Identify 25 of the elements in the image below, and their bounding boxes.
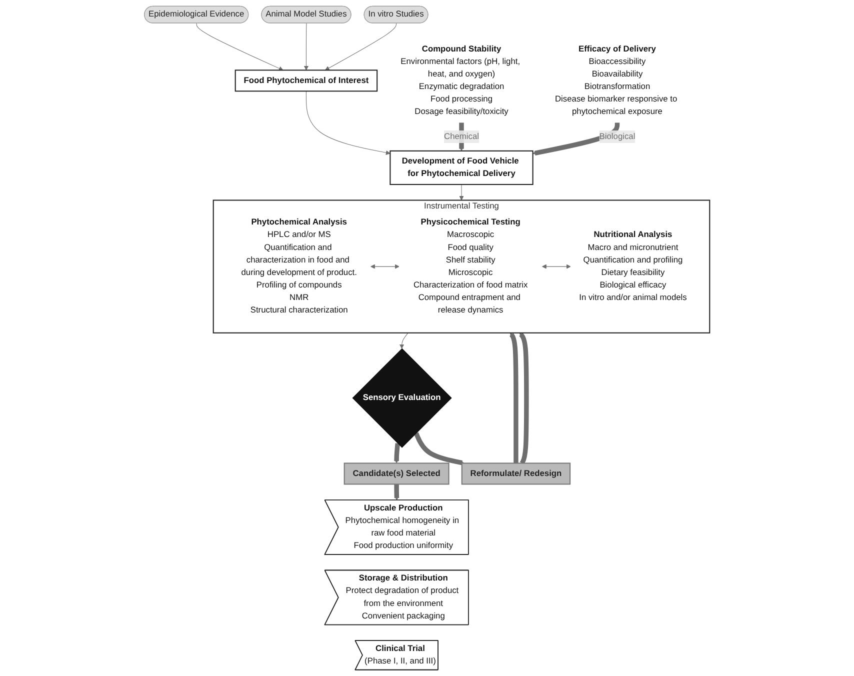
arrow — [196, 22, 284, 71]
node-box: Reformulate/ Redesign — [461, 462, 571, 485]
node-box: Food Phytochemical of Interest — [234, 70, 378, 92]
arrow — [459, 184, 464, 200]
node-box: Candidate(s) Selected — [344, 462, 450, 485]
node-text: Nutritional Analysis Macro and micronutrient Quantification and profiling Dietary feasibility Biological efficacy In vitro and/or animal models — [579, 230, 687, 302]
arrow — [400, 332, 408, 349]
arrow — [394, 442, 400, 464]
edge-label: Biological — [599, 132, 636, 141]
node-text: Phytochemical Analysis HPLC and/or MS Quantification and characterization in food and during development of product. Profiling of compounds NMR Structural characterization — [241, 218, 357, 315]
arrow — [394, 483, 400, 500]
arrow — [304, 22, 309, 70]
arrow — [519, 332, 529, 464]
node-box: Development of Food Vehicle for Phytochemical Delivery — [390, 150, 534, 186]
arrow — [370, 264, 400, 269]
arrow — [414, 432, 464, 466]
arrow — [542, 264, 571, 269]
arrow — [306, 90, 390, 155]
node-text: Compound Stability Environmental factors (pH, light, heat, and oxygen) Enzymatic degradation Food processing Dosage feasibility/toxicity — [400, 44, 520, 116]
node-diamond: Sensory Evaluation — [352, 348, 452, 448]
node-text: Physicochemical Testing Macroscopic Food quality Shelf stability Microscopic Characterization of food matrix Compound entrapment and release dynamics — [413, 218, 528, 315]
arrow — [324, 22, 397, 70]
arrow — [510, 332, 518, 464]
edge-label: Chemical — [444, 132, 479, 141]
node-text: Efficacy of Delivery Bioaccessibility Bioavailability Biotransformation Disease biomarker responsive to phytochemical exposure — [554, 44, 678, 116]
